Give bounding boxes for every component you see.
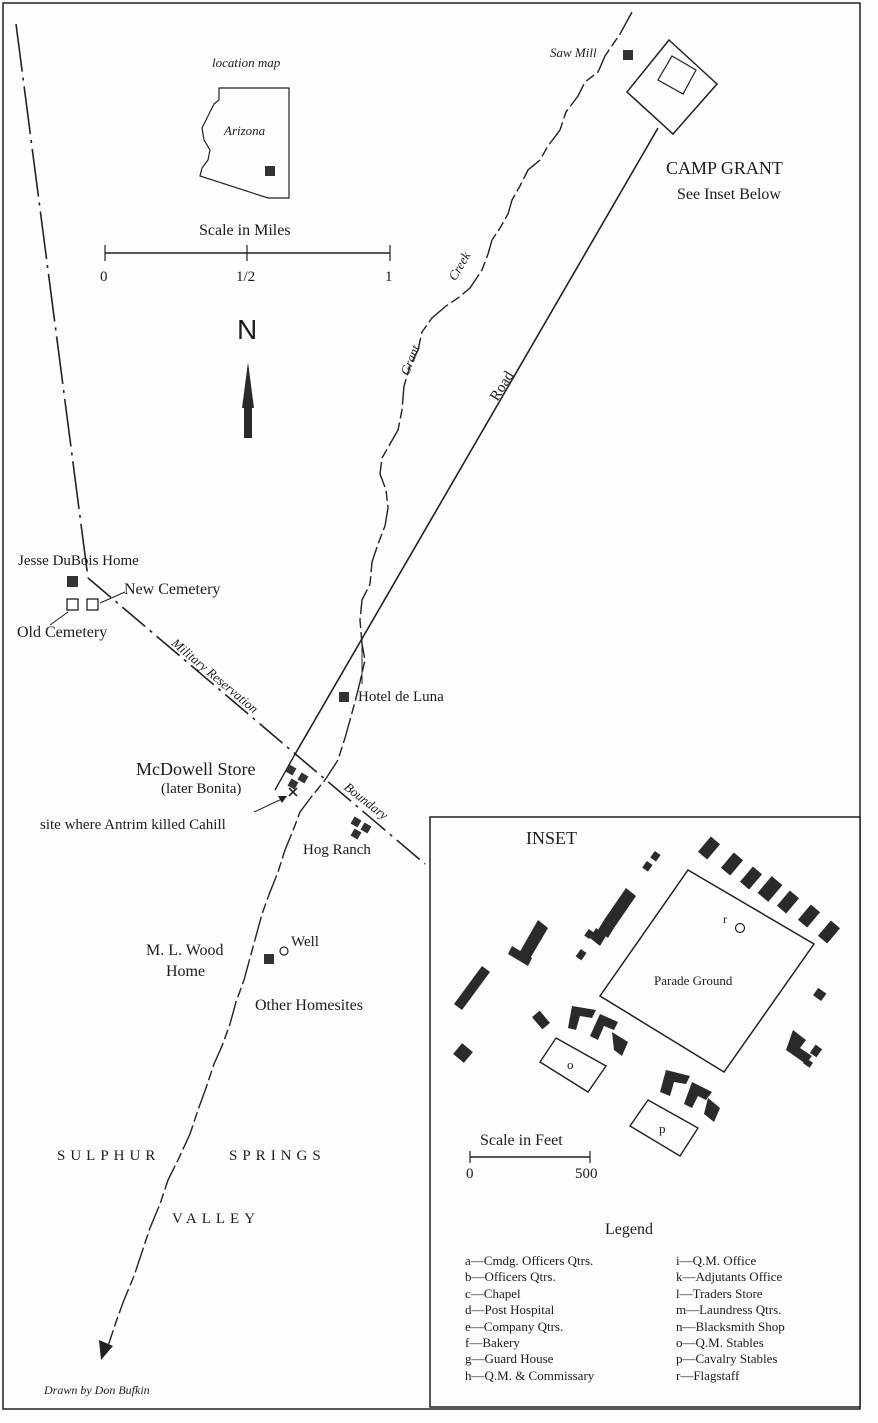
reservation-boundary-line — [15, 23, 426, 865]
officers-quarters — [697, 836, 841, 944]
inset-title: INSET — [526, 828, 577, 848]
company-quarters-lower — [660, 1070, 720, 1122]
miles-scale-title: Scale in Miles — [199, 222, 291, 239]
saw-mill-marker — [623, 50, 633, 60]
camp-grant-label: CAMP GRANT — [666, 158, 783, 178]
parade-ground-label: Parade Ground — [654, 973, 733, 988]
legend-item-a: a—Cmdg. Officers Qtrs. — [465, 1253, 594, 1268]
location-map-title: location map — [212, 55, 281, 70]
wood-home-marker — [264, 954, 274, 964]
legend-item-i: i—Q.M. Office — [676, 1253, 757, 1268]
feet-scale-bar — [469, 1151, 591, 1163]
blacksmith-shop — [532, 1010, 550, 1030]
legend-left-column: a—Cmdg. Officers Qtrs. b—Officers Qtrs. … — [465, 1253, 594, 1384]
legend-item-n: n—Blacksmith Shop — [676, 1318, 785, 1334]
creek-arrowhead — [99, 1340, 113, 1360]
legend-right-column: i—Q.M. Office k—Adjutants Office l—Trade… — [676, 1253, 785, 1384]
legend-item-f: f—Bakery — [465, 1335, 520, 1351]
region-label-sulphur: SULPHUR — [57, 1148, 161, 1164]
antrim-leader — [253, 797, 285, 813]
antrim-site-x — [288, 787, 298, 797]
miles-scale-bar — [104, 245, 391, 261]
post-hospital — [786, 1030, 823, 1068]
dubois-home-marker — [67, 576, 78, 587]
saw-mill-label: Saw Mill — [550, 45, 597, 60]
camp-grant-outline — [625, 38, 719, 136]
company-quarters-upper — [568, 1006, 628, 1056]
legend-item-b: b—Officers Qtrs. — [465, 1269, 556, 1285]
qm-stables-letter: o — [567, 1057, 574, 1072]
miles-tick-1: 1 — [385, 269, 393, 285]
new-cemetery-leader — [99, 591, 126, 604]
feet-scale-title: Scale in Feet — [480, 1132, 563, 1149]
mcdowell-store-label: McDowell Store — [136, 759, 256, 779]
flagstaff-marker — [734, 922, 746, 934]
grant-creek — [107, 11, 633, 1347]
old-cemetery-leader — [49, 611, 69, 626]
wood-home-label-line2: Home — [166, 963, 206, 980]
antrim-leader-arrow — [278, 796, 287, 803]
cavalry-stables — [628, 1099, 699, 1157]
miles-tick-0: 0 — [100, 269, 108, 285]
legend-item-l: l—Traders Store — [676, 1285, 763, 1301]
new-cemetery-marker — [86, 598, 99, 611]
mcdowell-store-buildings — [285, 764, 309, 790]
antrim-site-label: site where Antrim killed Cahill — [40, 817, 226, 833]
map-frame — [2, 2, 861, 1410]
legend-item-g: g—Guard House — [465, 1351, 554, 1367]
arizona-outline — [199, 87, 290, 199]
north-label: N — [237, 314, 258, 345]
legend-title: Legend — [605, 1221, 653, 1238]
feet-scale-500: 500 — [575, 1166, 598, 1182]
dubois-home-label: Jesse DuBois Home — [18, 553, 139, 569]
cavalry-stables-letter: p — [659, 1121, 666, 1136]
legend-item-e: e—Company Qtrs. — [465, 1318, 564, 1334]
feet-scale-0: 0 — [466, 1166, 474, 1182]
hotel-de-luna-marker — [339, 692, 349, 702]
miles-tick-half: 1/2 — [236, 269, 256, 285]
laundress-quarters — [454, 966, 490, 1010]
qm-commissary — [590, 888, 636, 946]
see-inset-label: See Inset Below — [677, 186, 781, 203]
hotel-de-luna-label: Hotel de Luna — [358, 689, 444, 705]
new-cemetery-label: New Cemetery — [124, 581, 221, 598]
legend-item-p: p—Cavalry Stables — [676, 1351, 778, 1367]
guard-house-bakery — [575, 929, 594, 961]
legend-item-m: m—Laundress Qtrs. — [676, 1302, 782, 1318]
legend-item-c: c—Chapel — [465, 1285, 521, 1301]
old-cemetery-marker — [66, 598, 79, 611]
outbuilding — [453, 1043, 473, 1063]
legend-item-d: d—Post Hospital — [465, 1302, 555, 1318]
region-label-valley: VALLEY — [172, 1211, 261, 1227]
wood-home-label-line1: M. L. Wood — [146, 942, 224, 959]
flagstaff-letter: r — [723, 912, 727, 926]
other-homesites-label: Other Homesites — [255, 997, 363, 1014]
hog-ranch-label: Hog Ranch — [303, 842, 371, 858]
road-spur — [274, 755, 295, 791]
road-line — [293, 127, 659, 757]
traders-store — [508, 920, 548, 966]
location-marker — [265, 166, 275, 176]
chapel-building — [813, 987, 827, 1001]
adjutant-qm-office — [642, 851, 661, 872]
region-label-springs: SPRINGS — [229, 1148, 326, 1164]
legend-item-k: k—Adjutants Office — [676, 1269, 783, 1285]
credit-label: Drawn by Don Bufkin — [44, 1383, 150, 1397]
old-cemetery-label: Old Cemetery — [17, 624, 108, 641]
well-marker — [279, 946, 289, 956]
legend-item-r: r—Flagstaff — [676, 1367, 740, 1383]
inset-frame — [429, 816, 861, 1408]
well-label: Well — [291, 934, 319, 950]
north-arrow — [242, 362, 254, 438]
arizona-label: Arizona — [224, 123, 266, 138]
later-bonita-label: (later Bonita) — [161, 781, 242, 797]
legend-item-o: o—Q.M. Stables — [676, 1335, 764, 1351]
hog-ranch-buildings — [350, 816, 372, 840]
qm-stables — [539, 1037, 608, 1093]
parade-ground — [598, 869, 816, 1074]
legend-item-h: h—Q.M. & Commissary — [465, 1367, 595, 1383]
